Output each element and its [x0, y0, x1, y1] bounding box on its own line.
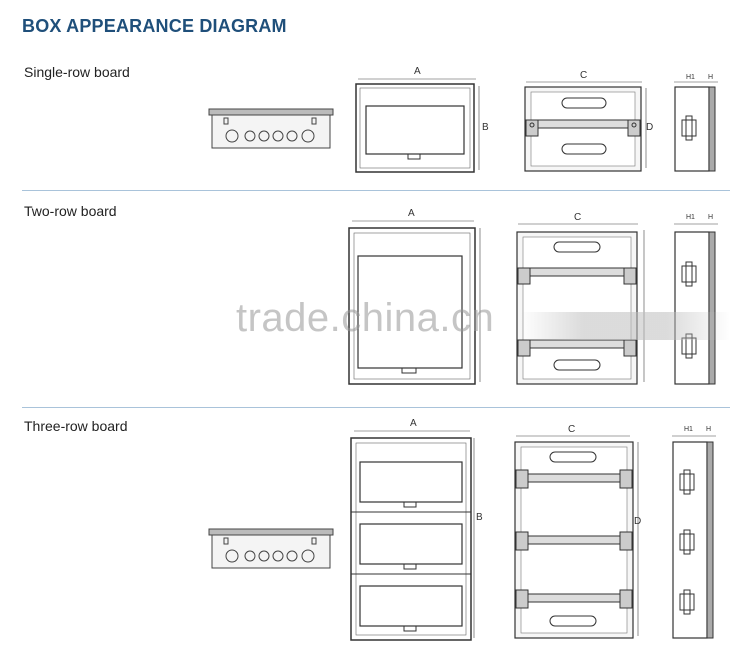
single-row-interior-view [524, 81, 647, 172]
single-row-front-view [355, 78, 480, 173]
section-label-single-row: Single-row board [24, 64, 130, 80]
dim-label-d: D [646, 122, 654, 133]
two-row-front-view [348, 220, 481, 385]
dim-label-c: C [580, 70, 588, 81]
dim-label-h: H [706, 426, 712, 433]
dim-label-h1: H1 [684, 426, 693, 433]
page-title: BOX APPEARANCE DIAGRAM [22, 16, 287, 36]
dim-label-b: B [476, 512, 483, 523]
section-label-two-row: Two-row board [24, 203, 117, 219]
dim-label-a: A [410, 418, 417, 429]
section-label-three-row: Three-row board [24, 418, 128, 434]
two-row-side-view [674, 223, 718, 385]
dim-label-h1: H1 [686, 214, 695, 221]
section-divider [22, 190, 730, 191]
watermark-text: trade.china.cn [236, 296, 495, 340]
dim-label-a: A [408, 208, 415, 219]
dim-label-c: C [574, 212, 582, 223]
three-row-side-view [672, 435, 716, 639]
dim-label-d: D [634, 516, 642, 527]
section-divider [22, 407, 730, 408]
three-row-interior-view [514, 435, 639, 639]
three-row-front-view [350, 430, 475, 641]
dim-label-b: B [482, 122, 489, 133]
dim-label-c: C [568, 424, 576, 435]
dim-label-h1: H1 [686, 74, 695, 81]
dim-label-h: H [708, 74, 714, 81]
dim-label-a: A [414, 66, 421, 77]
single-row-bottom-view [208, 108, 334, 149]
watermark-band [520, 312, 730, 340]
single-row-side-view [674, 81, 718, 172]
dim-label-h: H [708, 214, 714, 221]
two-row-interior-view [516, 223, 645, 385]
three-row-bottom-view [208, 528, 334, 569]
